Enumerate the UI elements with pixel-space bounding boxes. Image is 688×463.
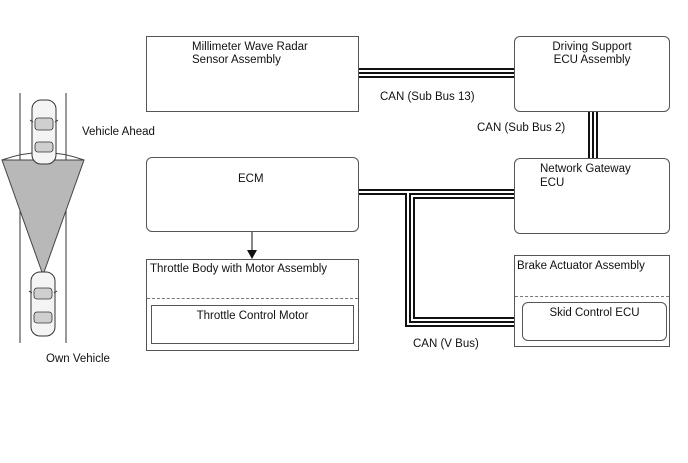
can-v-bus-middle-line — [409, 193, 522, 323]
ecm-box — [146, 157, 359, 232]
network-gateway-ecu-label-line2: ECU — [540, 177, 565, 189]
throttle-body-label: Throttle Body with Motor Assembly — [150, 263, 328, 275]
driving-support-ecu-box — [514, 36, 670, 112]
throttle-body-divider — [147, 298, 358, 299]
radar-beam — [1, 159, 85, 277]
brake-actuator-divider — [515, 296, 669, 297]
can-sub-bus-2-label: CAN (Sub Bus 2) — [477, 122, 566, 134]
ecm-label: ECM — [238, 173, 264, 185]
driving-support-ecu-label-line1: Driving Support — [552, 41, 632, 53]
own-vehicle-label: Own Vehicle — [46, 353, 110, 365]
network-gateway-ecu-label-line1: Network Gateway — [540, 163, 631, 175]
own-vehicle-icon — [28, 271, 58, 337]
vehicle-ahead-label: Vehicle Ahead — [82, 126, 155, 138]
throttle-control-motor-box — [151, 305, 354, 344]
network-gateway-ecu-box — [514, 158, 670, 234]
can-v-bus-label: CAN (V Bus) — [413, 338, 479, 350]
skid-control-ecu-box — [522, 302, 667, 341]
brake-actuator-label: Brake Actuator Assembly — [517, 260, 645, 272]
throttle-control-motor-label: Throttle Control Motor — [196, 310, 309, 322]
vehicle-ahead-icon — [29, 99, 59, 165]
can-sub-bus-13-label: CAN (Sub Bus 13) — [380, 91, 475, 103]
driving-support-ecu-label-line2: ECU Assembly — [553, 54, 631, 66]
radar-sensor-label-line2: Sensor Assembly — [192, 54, 281, 66]
skid-control-ecu-label: Skid Control ECU — [549, 307, 640, 319]
radar-sensor-box — [146, 36, 359, 112]
can-v-bus-line — [359, 189, 522, 327]
radar-sensor-label-line1: Millimeter Wave Radar — [192, 41, 308, 53]
can-sub-bus-2-line — [588, 112, 598, 158]
ecm-to-throttle-arrow — [247, 232, 257, 259]
can-sub-bus-13-line — [358, 68, 514, 78]
